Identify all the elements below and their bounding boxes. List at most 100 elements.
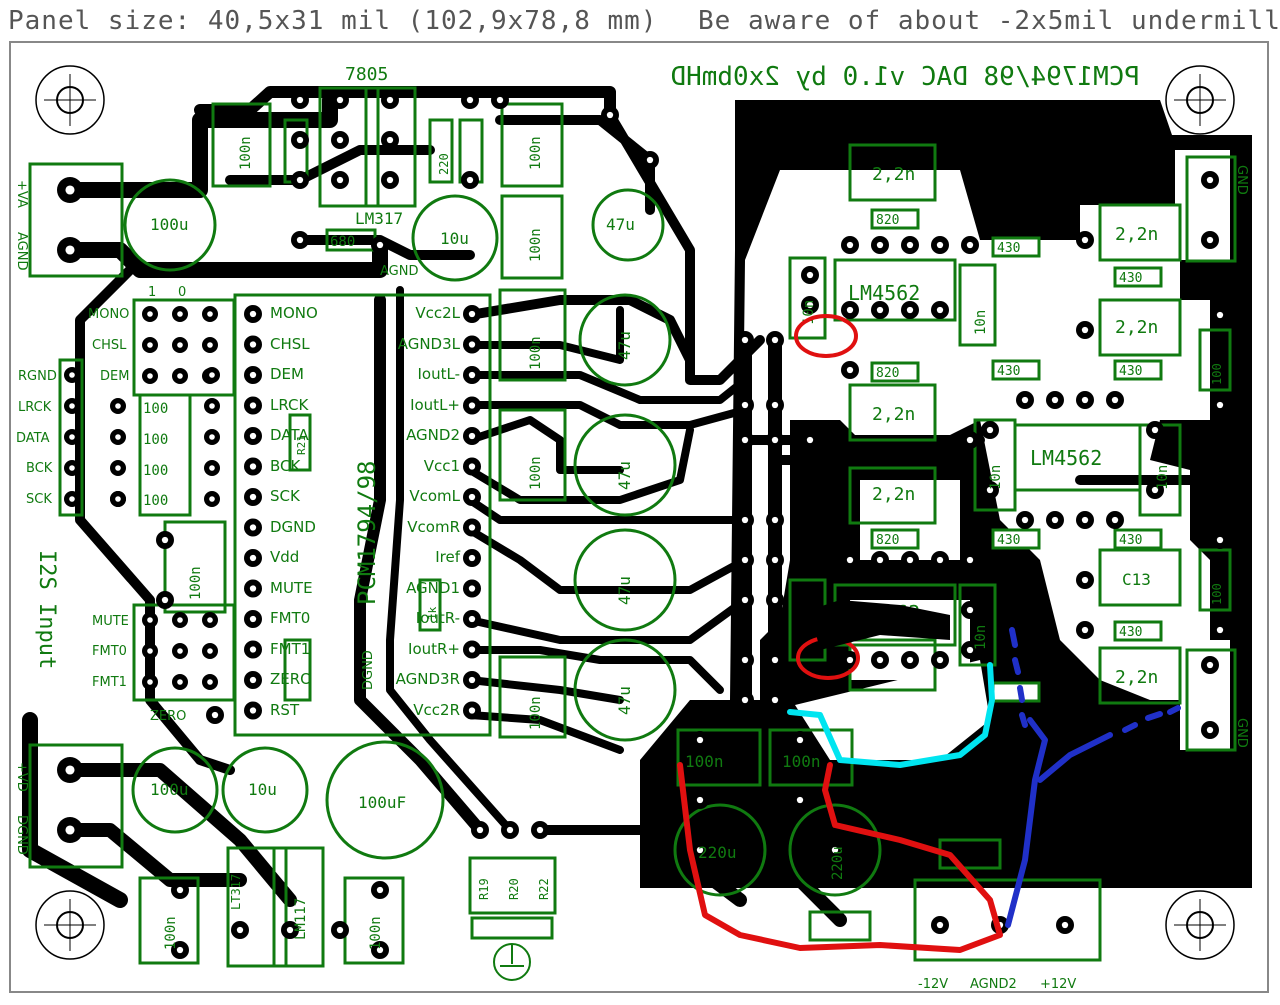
- analog-pad-hole: [1216, 401, 1224, 409]
- mounting-hole-bottom-right: [1165, 890, 1235, 960]
- r-100-b: 100: [143, 432, 168, 448]
- c-100u-bottom-a: 100u: [150, 780, 189, 799]
- dac-pad-right-hole: [468, 493, 476, 501]
- undermill-warning-text: Be aware of about -2x5mil undermill!!!: [698, 6, 1280, 36]
- dac-right-pin-0: Vcc2L: [415, 304, 460, 322]
- analog-pad-hole: [771, 401, 779, 409]
- jumper-pad-hole: [177, 679, 183, 685]
- jumper-pad-hole: [147, 311, 153, 317]
- c-100n-d: 100n: [528, 336, 544, 370]
- analog-pad-hole: [1061, 921, 1069, 929]
- i2s-pin-sck: SCK: [26, 492, 52, 507]
- c-10n-c: 10n: [988, 465, 1004, 490]
- analog-pad-hole: [1081, 396, 1089, 404]
- analog-pad-hole: [1081, 516, 1089, 524]
- analog-pad-hole: [1206, 661, 1214, 669]
- c-100n-e: 100n: [528, 456, 544, 490]
- jumper-label-chsl: CHSL: [92, 338, 127, 353]
- analog-pad-hole: [846, 656, 854, 664]
- mounting-hole-top-left: [35, 65, 105, 135]
- component-pad-hole: [496, 96, 504, 104]
- analog-pad-hole: [1051, 516, 1059, 524]
- jumper-pad-hole: [177, 342, 183, 348]
- analog-pad-hole: [876, 306, 884, 314]
- power-connector-vd: [28, 743, 124, 869]
- dac-right-pin-5: Vcc1: [423, 456, 460, 475]
- jumper-label-mono: MONO: [88, 307, 129, 322]
- dac-pad-right-hole: [468, 402, 476, 409]
- component-pad-hole: [296, 136, 304, 144]
- analog-pad-hole: [1206, 236, 1214, 244]
- component-pad-hole: [296, 176, 304, 184]
- dac-left-pin-4: DATA: [270, 426, 309, 444]
- r-430-g: 430: [1119, 625, 1142, 640]
- analog-pad-hole: [806, 436, 814, 444]
- c-100n-k: 100n: [782, 752, 821, 771]
- analog-pad-hole: [846, 241, 854, 249]
- blue-dots: [1009, 627, 1181, 733]
- i2s-pad-hole: [69, 434, 75, 440]
- mounting-hole-bottom-left: [35, 890, 105, 960]
- analog-pad-hole: [936, 241, 944, 249]
- component-pad-hole: [236, 926, 244, 934]
- ic-main-label: PCM1794/98: [353, 461, 381, 606]
- va-label: +VA: [14, 180, 29, 208]
- analog-pad-hole: [906, 306, 914, 314]
- analog-pad-hole: [966, 606, 974, 614]
- jumper-pad-hole: [207, 342, 213, 348]
- red-circle-top: [794, 314, 858, 358]
- jumper-pad-hole: [177, 373, 183, 379]
- power-label-neg12: -12V: [918, 977, 948, 992]
- output-gnd-bottom: GND: [1234, 718, 1249, 748]
- analog-pad-hole: [986, 486, 994, 494]
- dac-right-pin-12: AGND3R: [395, 670, 460, 688]
- c-100n-b: 100n: [528, 136, 544, 170]
- reg-lm117-label: LM117: [293, 898, 309, 940]
- jumper-pad-hole: [207, 648, 213, 654]
- conn-pad-hole: [65, 825, 75, 835]
- dac-pad-left-hole: [249, 615, 257, 623]
- component-pad-hole: [376, 241, 384, 249]
- component-pad-hole: [376, 886, 384, 894]
- jumper-header-0-label: 0: [178, 285, 186, 300]
- c-100uf: 100uF: [358, 793, 406, 812]
- dac-right-pin-6: VcomL: [409, 487, 460, 505]
- dac-left-pin-2: DEM: [270, 365, 304, 383]
- c-100n-f: 100n: [528, 696, 544, 730]
- dac-pad-left-hole: [249, 707, 257, 714]
- r-430-c: 430: [997, 533, 1020, 548]
- analog-pad-hole: [1111, 516, 1119, 524]
- analog-pad-hole: [796, 736, 804, 744]
- i2s-input-label: I2S Input: [34, 550, 59, 669]
- dac-pad-right-hole: [468, 310, 476, 318]
- dac-pad-right-hole: [468, 707, 476, 714]
- opamp-2-label: LM4562: [1030, 446, 1102, 470]
- dac-right-pin-3: IoutL+: [410, 395, 460, 414]
- r-680: 680: [330, 234, 355, 250]
- reg-lt317-label: LT317: [229, 874, 243, 910]
- c-47u-c: 47u: [615, 576, 634, 605]
- output-gnd-top: GND: [1234, 165, 1249, 195]
- conn-pad-hole: [65, 245, 75, 255]
- dac-pad-left-hole: [249, 554, 257, 562]
- dac-left-pin-10: FMT0: [270, 609, 311, 627]
- dgnd-conn-label: DGND: [14, 815, 29, 855]
- analog-pad-hole: [1081, 236, 1089, 244]
- mounting-hole-top-right: [1165, 65, 1235, 135]
- dac-pad-right-hole: [468, 646, 476, 653]
- dac-left-pin-11: FMT1: [270, 639, 311, 658]
- i2s-pad-hole: [115, 403, 121, 409]
- analog-pad-hole: [1216, 626, 1224, 634]
- jumper-pad-hole: [147, 648, 153, 654]
- dac-pad-left-hole: [249, 585, 257, 592]
- r-100-a: 100: [143, 401, 168, 417]
- opamp-1-label: LM4562: [848, 281, 920, 305]
- i2s-pin-lrck: LRCK: [18, 400, 52, 415]
- dac-pad-left-hole: [249, 432, 257, 440]
- c-2n2-e: 2,2n: [1115, 317, 1158, 338]
- c-100n-a: 100n: [238, 136, 254, 170]
- reg-lm317-label: LM317: [355, 209, 403, 228]
- i2s-pad-hole: [69, 496, 75, 502]
- agnd-label: AGND: [380, 264, 418, 279]
